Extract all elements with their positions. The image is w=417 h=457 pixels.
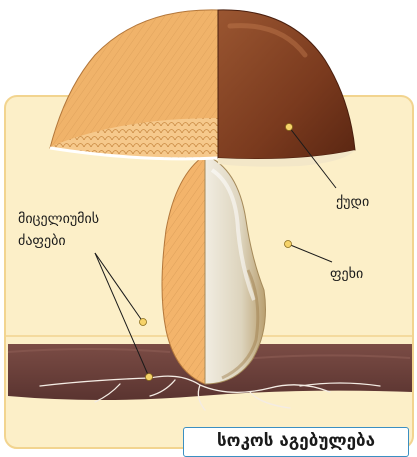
stem-label: ფეხი [330,263,363,285]
cap-label: ქუდი [336,191,369,213]
mycelium-label: მიცელიუმის ძაფები [18,208,99,252]
mycelium-label-line2: ძაფები [18,230,99,252]
cap-surface [218,10,355,159]
mycelium-marker-upper [140,319,147,326]
figure-caption: სოკოს აგებულება [183,427,409,457]
mycelium-marker-lower [146,374,153,381]
cap-marker [286,124,293,131]
stem-marker [285,241,292,248]
mycelium-label-line1: მიცელიუმის [18,208,99,230]
